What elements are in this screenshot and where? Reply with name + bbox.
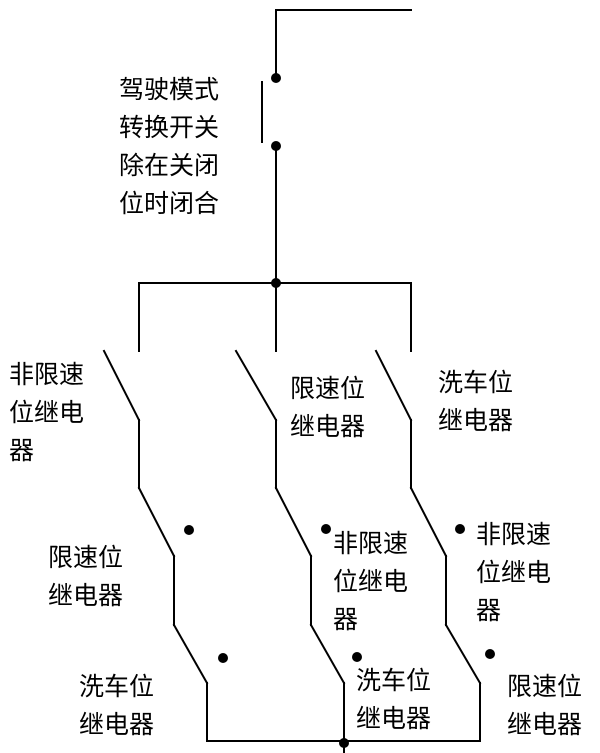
col1-mid-label: 限速位 继电器 (48, 543, 124, 610)
col1-bot-terminal (218, 653, 228, 663)
mode-switch-label: 驾驶模式 转换开关 除在关闭 位时闭合 (119, 75, 220, 218)
col2-bot-label: 洗车位 继电器 (356, 666, 432, 733)
col3-bot-terminal (485, 649, 495, 659)
top-feed-wire (275, 9, 412, 79)
col3-mid-label: 非限速 位继电 器 (476, 520, 552, 625)
col3-bot-contact (444, 623, 482, 685)
col1-bot-contact (172, 623, 209, 685)
col1-top-label: 非限速 位继电 器 (9, 360, 85, 465)
col3-top-contact (374, 349, 413, 422)
col1-mid-terminal (184, 525, 194, 535)
col2-mid-label: 非限速 位继电 器 (333, 529, 409, 634)
mode-switch-terminal-top (271, 73, 281, 83)
col2-mid-terminal (321, 524, 331, 534)
col1-bot-label: 洗车位 继电器 (79, 672, 155, 739)
col2-bot-contact (309, 623, 346, 685)
col2-top-contact (234, 349, 278, 422)
col2-top-label: 限速位 继电器 (290, 374, 366, 441)
col1-mid-contact (137, 486, 176, 558)
col3-mid-terminal (455, 524, 465, 534)
col3-mid-contact (409, 486, 448, 558)
col1-top-contact (102, 349, 141, 422)
col2-mid-contact (274, 486, 313, 558)
col3-bot-label: 限速位 继电器 (507, 672, 583, 739)
col3-top-label: 洗车位 继电器 (438, 368, 514, 435)
output-node (339, 738, 349, 748)
col2-bot-terminal (352, 652, 362, 662)
